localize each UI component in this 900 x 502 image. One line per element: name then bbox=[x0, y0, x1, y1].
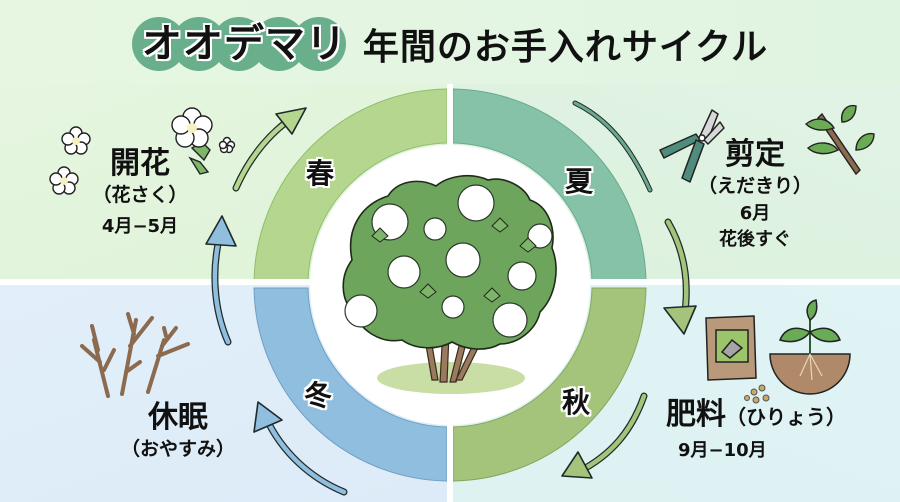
flower-icon bbox=[49, 107, 236, 195]
winter-ring-segment bbox=[253, 287, 448, 482]
arrow-summer-to-autumn bbox=[663, 218, 697, 335]
task-dormancy-reading: （おやすみ） bbox=[120, 438, 235, 460]
ring-horizontal-divider-right bbox=[588, 279, 650, 285]
task-pruning-title: 剪定 bbox=[725, 137, 785, 172]
task-fertilizer: 肥料（ひりょう） 9月−10月 bbox=[666, 396, 886, 464]
season-label-autumn: 秋 bbox=[562, 386, 591, 419]
arrow-spring-to-summer bbox=[232, 107, 307, 192]
vertical-divider bbox=[447, 86, 453, 144]
ring-horizontal-divider-left bbox=[250, 279, 312, 285]
task-pruning-period: 6月 bbox=[739, 203, 771, 224]
task-flowering-title: 開花 bbox=[110, 146, 170, 181]
title-highlight: オオデマリ bbox=[131, 15, 357, 73]
vertical-divider-bottom bbox=[447, 426, 453, 502]
arrow-winter-to-spring bbox=[205, 215, 237, 346]
sprout-icon bbox=[769, 299, 851, 395]
task-pruning-reading: （えだきり） bbox=[697, 175, 812, 197]
task-dormancy: 休眠 （おやすみ） bbox=[108, 400, 248, 462]
season-label-summer: 夏 bbox=[565, 165, 594, 198]
task-fertilizer-heading: 肥料（ひりょう） bbox=[666, 396, 886, 438]
title-text: 年間のお手入れサイクル bbox=[362, 27, 769, 68]
task-fertilizer-title: 肥料 bbox=[666, 397, 726, 432]
page-title: オオデマリ 年間のお手入れサイクル bbox=[0, 14, 900, 74]
task-flowering: 開花 （花さく） 4月−5月 bbox=[70, 146, 210, 240]
task-pruning-note: 花後すぐ bbox=[719, 229, 791, 250]
task-pruning: 剪定 （えだきり） 6月 花後すぐ bbox=[685, 137, 825, 253]
twig-icon bbox=[804, 104, 875, 176]
title-highlight-text: オオデマリ bbox=[141, 21, 347, 67]
pruning-shears-icon bbox=[659, 109, 725, 183]
task-flowering-period: 4月−5月 bbox=[101, 216, 179, 237]
task-dormancy-title: 休眠 bbox=[148, 400, 208, 435]
autumn-ring-segment bbox=[452, 287, 647, 482]
task-fertilizer-reading: （ひりょう） bbox=[726, 405, 846, 429]
arrow-autumn-to-winter bbox=[561, 392, 648, 479]
task-flowering-reading: （花さく） bbox=[92, 184, 188, 206]
season-label-spring: 春 bbox=[306, 157, 335, 190]
snowball-bush-icon bbox=[342, 174, 557, 394]
season-label-winter: 冬 bbox=[304, 379, 333, 412]
title-highlight-bubbles bbox=[131, 17, 357, 71]
fertilizer-bag-icon bbox=[705, 315, 770, 404]
task-fertilizer-period: 9月−10月 bbox=[678, 440, 767, 461]
arrow-summer-decoration bbox=[572, 100, 653, 193]
arrow-winter-return bbox=[253, 401, 348, 496]
bare-branches-icon bbox=[80, 312, 190, 398]
